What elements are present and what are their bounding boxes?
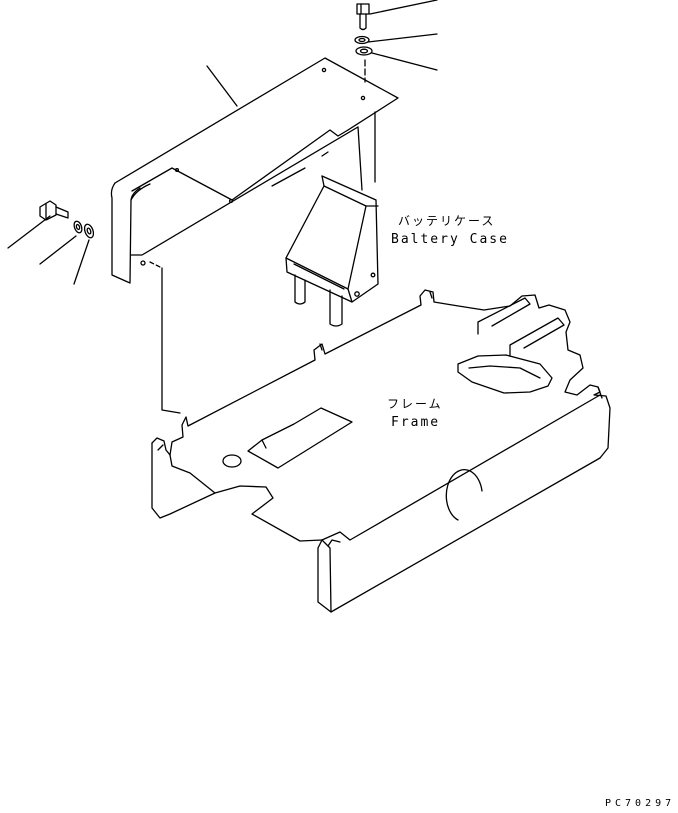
leader-line-left-bolt (7, 215, 51, 249)
leader-line-top-washer-2 (371, 52, 438, 71)
battery-case-label-en: Baltery Case (391, 232, 509, 247)
leader-line-top-bolt (369, 0, 438, 15)
leader-lines (7, 0, 438, 285)
leader-line-top-washer-1 (367, 33, 438, 43)
leader-line-left-washer-1 (39, 235, 77, 265)
cover-plate (110, 57, 399, 284)
frame (151, 289, 611, 613)
cover-to-frame-line (161, 267, 181, 414)
drawing-code: PC70297 (605, 798, 676, 809)
frame-label-en: Frame (391, 415, 441, 430)
battery-case-label-jp: バッテリケース (398, 214, 496, 228)
top-washer-spring (354, 35, 370, 45)
left-bolt (39, 200, 69, 221)
battery-case-bracket (285, 175, 379, 327)
frame-label-jp: フレーム (387, 397, 443, 411)
left-washer-flat (83, 223, 95, 239)
leader-line-left-washer-2 (73, 239, 90, 285)
leader-line-cover (206, 65, 238, 107)
top-bolt (356, 3, 370, 31)
cover-bolt-axis (149, 261, 163, 269)
top-washer-flat (355, 46, 373, 56)
left-washer-spring (73, 220, 83, 234)
